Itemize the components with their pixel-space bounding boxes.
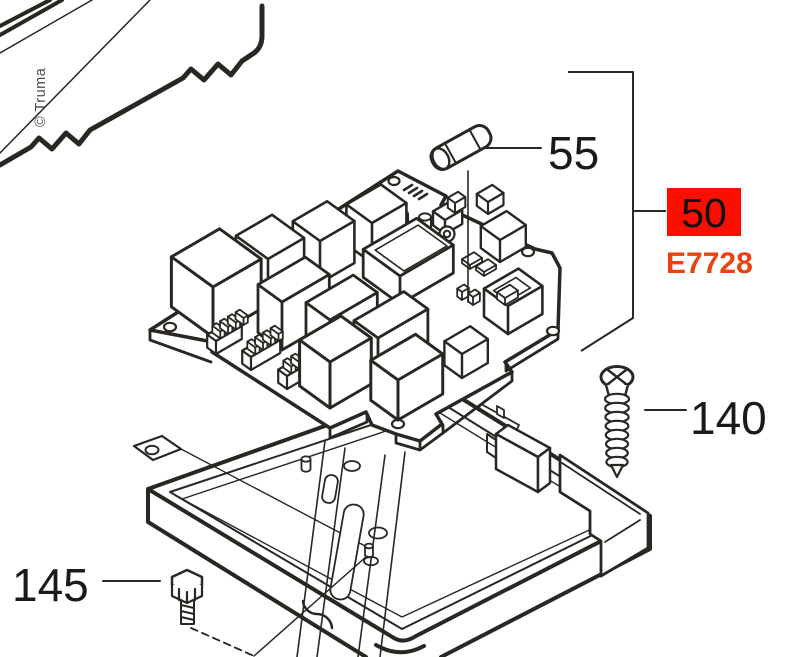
bolt-target-hole [363,555,379,567]
leader-lines [102,147,687,657]
pcb-board [148,169,562,452]
truma-watermark: © Truma [33,67,49,127]
pcb-vent-slots [402,183,429,201]
screw-140 [599,365,635,479]
bolt-shaft [180,599,195,625]
tray-pin-top [300,455,312,463]
tray-wall-notch [301,599,334,630]
tray-clip-bump [496,405,505,419]
pcb-mount-hole [545,325,561,337]
cover-edge-with-tabs [0,3,265,168]
phillips-cross-icon [606,368,628,386]
tray-channel-lines [296,440,406,657]
tray-slot-long [329,503,365,601]
cover-panel [0,0,265,168]
callout-50: 50 E7728 [568,71,753,352]
part-number-highlight [667,188,741,236]
tray-tab-hole [144,444,160,456]
tray-corner-wall-inner [561,462,641,543]
pcb-mount-hole [162,321,178,333]
cover-surface-line [0,0,151,154]
tray-corner-curve [374,643,426,655]
part-code-e7728: E7728 [666,247,753,280]
tray-slot-small [321,474,339,504]
leader-line-145-dashed [190,627,255,657]
tray-wall-flange [486,433,497,459]
tray-wall-bottom-edges [146,487,652,657]
tray-hole [343,460,361,472]
cover-edge-line [0,0,52,28]
pcb-components [169,183,544,422]
hex-bolt-145 [170,568,204,625]
tray-wall-left-end [536,446,552,494]
bolt-head-sides [170,583,204,605]
pcb-thickness-edges [148,329,560,452]
cover-edge-line [0,0,64,37]
fuse-cap-bands [443,128,482,165]
tray-hole [368,526,388,540]
pcb-mount-hole [387,175,401,187]
part-label-145: 145 [12,559,89,611]
part-label-140: 140 [690,392,767,444]
screw-threads [603,392,631,469]
fuse [429,124,493,171]
fuse-end-cap [431,147,451,171]
part-label-55: 55 [548,127,599,179]
cover-edge-line [0,0,93,54]
part-label-50: 50 [681,190,727,236]
tray-floor-line [180,448,368,548]
pcb-mount-hole [520,246,536,258]
tray-corner-wall [558,453,650,578]
leader-line-145-to-hole [253,555,368,657]
tray-pin-top [364,542,374,550]
screw-tip [609,463,625,479]
mounting-tray [132,383,652,657]
callout-50-bracket [568,71,634,352]
